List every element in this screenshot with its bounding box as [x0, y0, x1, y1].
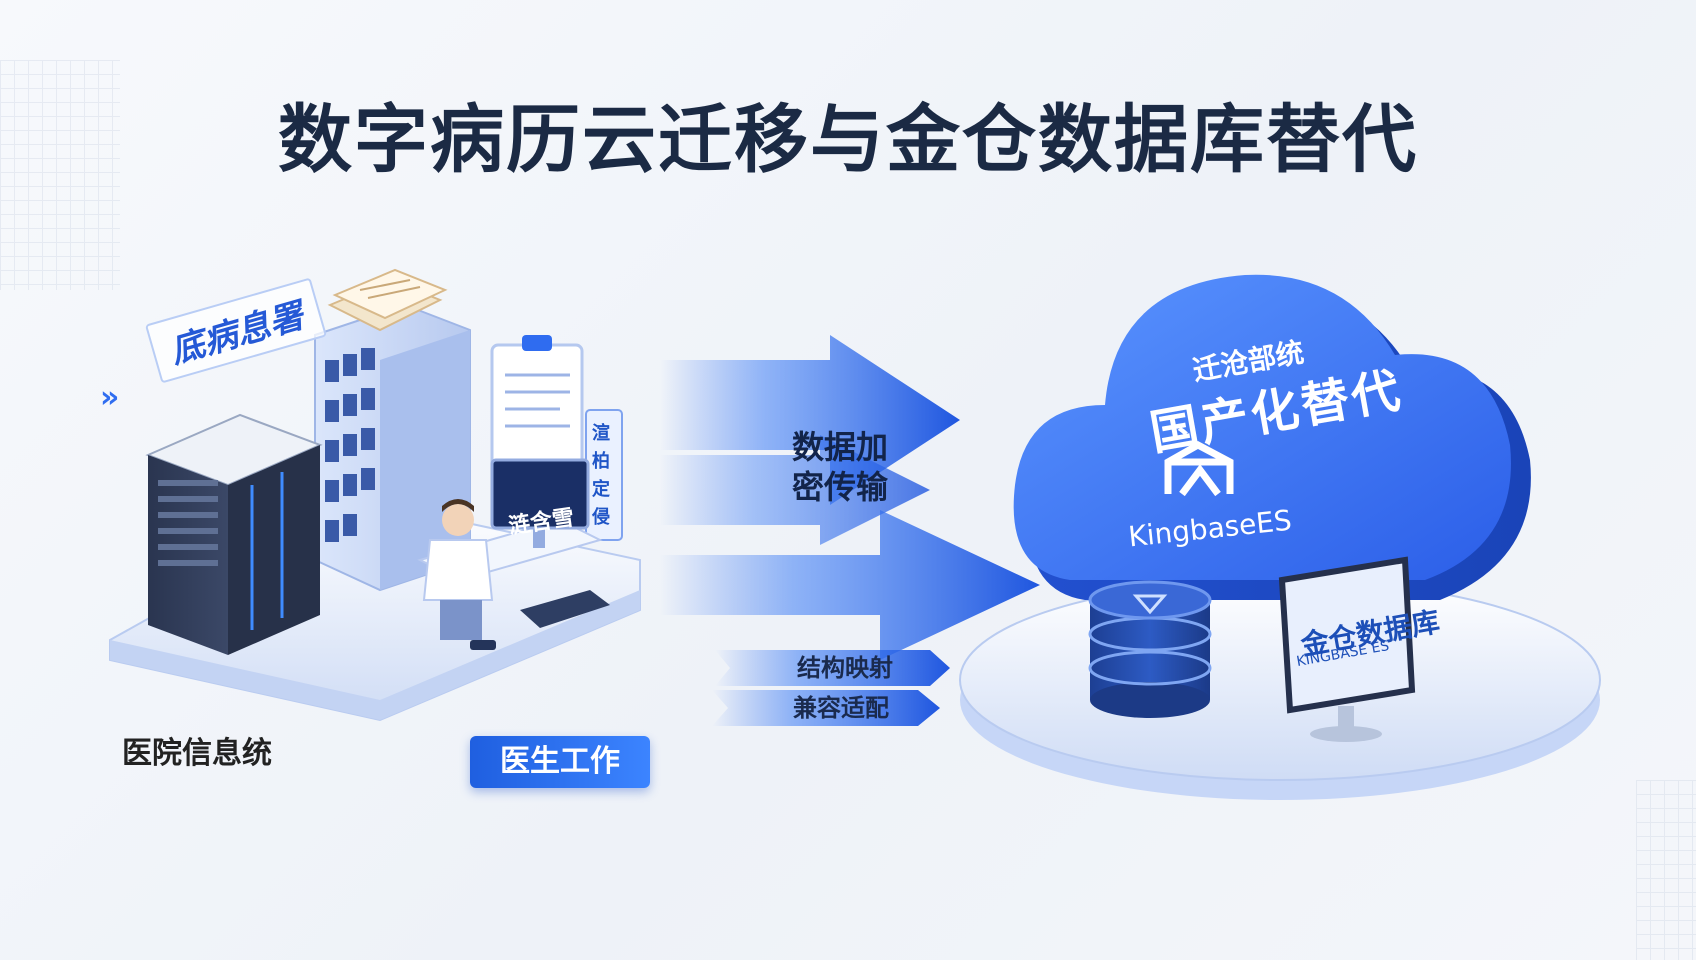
- kingbase-logo-icon: [1164, 441, 1234, 497]
- mapping-ribbons: [712, 650, 950, 726]
- document-stack-icon: [327, 268, 448, 332]
- page-title: 数字病历云迁移与金仓数据库替代: [278, 97, 1418, 183]
- server-rack-icon: [145, 413, 323, 655]
- cloud-icon: [1013, 274, 1531, 600]
- compatibility-ribbon: 兼容适配: [793, 694, 889, 722]
- doctor-workstation-badge[interactable]: 医生工作: [470, 736, 650, 788]
- data-transfer-arrow-middle: [660, 510, 1040, 660]
- background-grid-decoration: [0, 60, 120, 290]
- doctor-workstation: [417, 458, 610, 650]
- data-transfer-arrow-top: [660, 335, 960, 545]
- cloud-platform: [959, 579, 1601, 800]
- monitor-icon: [1278, 556, 1416, 742]
- database-icon: [1088, 580, 1212, 718]
- vertical-sign-text: 渲柏定侵: [592, 423, 610, 528]
- hospital-system-label: 医院信息统: [122, 736, 272, 771]
- structure-mapping-ribbon: 结构映射: [797, 654, 893, 682]
- double-chevron-icon: »: [100, 380, 120, 415]
- encrypted-transfer-label-line2: 密传输: [791, 468, 888, 506]
- encrypted-transfer-label-line1: 数据加: [791, 428, 888, 466]
- clipboard-icon: [490, 335, 584, 477]
- background-grid-decoration-right: [1636, 780, 1696, 960]
